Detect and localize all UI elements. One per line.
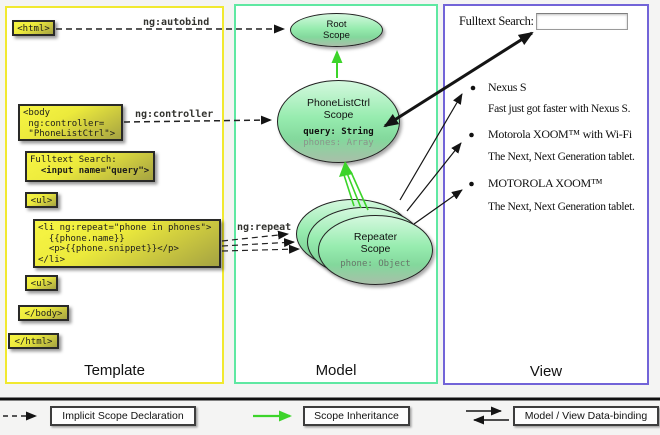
legend-implicit-scope-declaration: Implicit Scope Declaration <box>50 406 196 426</box>
legend-model-view-data-binding: Model / View Data-binding <box>513 406 659 426</box>
code-fulltext-input: <input name="query"> <box>30 165 150 176</box>
template-column-label: Template <box>84 362 145 379</box>
code-box-fulltext-search: Fulltext Search: <input name="query"> <box>25 151 155 182</box>
phonelistctrl-scope-label: PhoneListCtrl Scope <box>306 96 371 121</box>
phones-property: phones: Array <box>303 137 374 148</box>
view-item-desc: The Next, Next Generation tablet. <box>488 151 635 163</box>
code-fulltext-label: Fulltext Search: <box>30 155 117 165</box>
view-item-title: Motorola XOOM™ with Wi-Fi <box>488 127 632 141</box>
code-box-html-open: <html> <box>12 20 55 36</box>
ng-repeat-label: ng:repeat <box>237 222 292 233</box>
root-scope-label: Root Scope <box>323 19 350 41</box>
view-item-title: Nexus S <box>488 80 527 94</box>
view-item-title: MOTOROLA XOOM™ <box>488 176 603 190</box>
phone-property: phone: Object <box>340 258 411 269</box>
legend-scope-inheritance: Scope Inheritance <box>303 406 410 426</box>
repeater-scope-ellipse-front: Repeater Scope phone: Object <box>318 215 433 285</box>
view-column: View <box>443 4 649 385</box>
code-box-html-close: </html> <box>8 333 59 349</box>
repeater-scope-label: Repeater Scope <box>353 230 398 255</box>
phonelistctrl-scope-ellipse: PhoneListCtrl Scope query: String phones… <box>277 80 400 163</box>
query-property: query: String <box>303 126 374 137</box>
root-scope-ellipse: Root Scope <box>290 13 383 47</box>
code-box-ul-close: <ul> <box>25 275 58 291</box>
ng-controller-label: ng:controller <box>135 109 214 120</box>
ng-autobind-label: ng:autobind <box>143 17 210 28</box>
code-box-li-repeat: <li ng:repeat="phone in phones"> {{phone… <box>33 219 221 268</box>
code-box-body-open: <body ng:controller= "PhoneListCtrl"> <box>18 104 123 141</box>
view-column-label: View <box>529 363 563 380</box>
model-column: Model <box>234 4 438 384</box>
model-column-label: Model <box>315 362 357 379</box>
code-box-ul-open: <ul> <box>25 192 58 208</box>
fulltext-search-label: Fulltext Search: <box>459 14 534 28</box>
code-box-body-close: </body> <box>18 305 69 321</box>
view-item-desc: Fast just got faster with Nexus S. <box>488 103 631 115</box>
view-item-desc: The Next, Next Generation tablet. <box>488 201 635 213</box>
fulltext-search-input[interactable] <box>536 13 628 30</box>
